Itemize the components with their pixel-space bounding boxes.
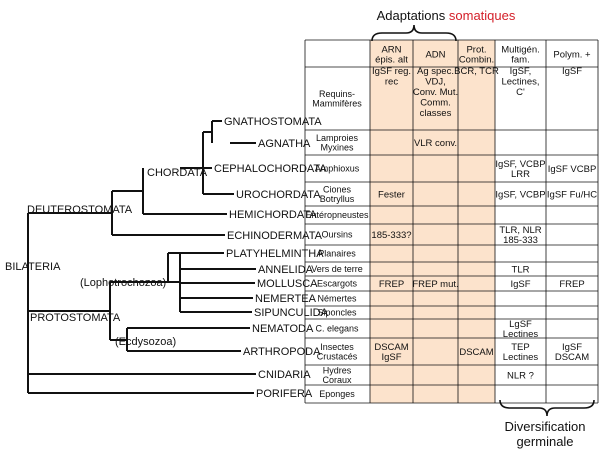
row-label-platy-line-0: Planaires [318, 249, 356, 259]
cell-5-0-line-0: 185-333? [371, 230, 411, 241]
cell-0-0-line-1: rec [385, 77, 398, 88]
taxon-cnidaria: CNIDARIA [258, 369, 311, 381]
taxon-agnatha: AGNATHA [258, 138, 311, 150]
row-label-cephalo-line-0: Amphioxus [315, 164, 360, 174]
row-label-cnidaria-line-0: Hydres [323, 365, 352, 375]
clade-proto: PROTOSTOMATA [30, 312, 121, 324]
taxon-nematoda: NEMATODA [252, 323, 314, 335]
taxon-annelida: ANNELIDA [258, 264, 314, 276]
somatic-header: Adaptations somatiques [377, 8, 516, 23]
taxon-arthro: ARTHROPODA [243, 346, 321, 358]
germinal-header-prefix: Diversification [505, 419, 586, 434]
taxon-mollusca: MOLLUSCA [257, 278, 318, 290]
taxon-platy: PLATYHELMINTHA [226, 248, 324, 260]
cell-2-4-line-0: IgSF VCBP [548, 164, 597, 175]
taxon-porifera: PORIFERA [256, 388, 313, 400]
cell-0-1-line-4: classes [420, 108, 452, 119]
cell-0-2-line-0: BCR, TCR [454, 66, 499, 77]
cell-12-3-line-0: TEP [511, 342, 529, 353]
row-label-nematoda-line-0: C. elegans [315, 324, 359, 334]
row-label-agnatha-line-0: Lamproies [316, 133, 359, 143]
cell-11-3-line-1: Lectines [503, 329, 539, 340]
cell-0-3-line-0: IgSF, [510, 66, 532, 77]
column-header-prot-line-0: Prot. [466, 44, 486, 55]
cell-0-1-line-1: VDJ, [425, 77, 446, 88]
column-header-prot-line-1: Combin. [459, 54, 494, 65]
cell-0-3-line-2: C' [516, 87, 525, 98]
clade-lopho: (Lophotrochozoa) [80, 277, 166, 289]
cell-8-3-line-0: IgSF [510, 279, 530, 290]
row-label-agnatha-line-1: Myxines [320, 142, 354, 152]
column-header-adn-line-0: ADN [425, 49, 445, 60]
cell-0-1-line-3: Comm. [420, 98, 451, 109]
column-header-arn-line-0: ARN [381, 44, 401, 55]
row-label-hemi-line-0: Entéropneustes [305, 210, 369, 220]
cell-0-1-line-2: Conv. Mut. [413, 87, 458, 98]
cell-3-4-line-0: IgSF Fu/HC [547, 189, 597, 200]
row-label-annelida-line-0: Vers de terre [311, 264, 363, 274]
taxon-gnatho: GNATHOSTOMATA [224, 116, 322, 128]
somatic-header-prefix: Adaptations [377, 8, 449, 23]
column-header-multigen-line-1: fam. [511, 54, 529, 65]
row-label-arthro-line-0: Insectes [320, 342, 354, 352]
cell-0-3-line-1: Lectines, [501, 77, 539, 88]
cell-11-3-line-0: LgSF [509, 319, 532, 330]
cell-1-1-line-0: VLR conv. [414, 138, 457, 149]
taxon-echino: ECHINODERMATA [227, 230, 323, 242]
row-label-mollusca-line-0: Escargots [317, 279, 358, 289]
column-header-arn-line-1: épis. alt [375, 54, 408, 65]
row-label-gnatho-line-1: Mammifères [312, 98, 362, 108]
germinal-brace [499, 399, 595, 417]
clade-chordata: CHORDATA [147, 167, 208, 179]
column-header-polym-line-0: Polym. + [553, 49, 591, 60]
row-label-arthro-line-1: Crustacés [317, 351, 358, 361]
cell-8-4-line-0: FREP [559, 279, 584, 290]
cell-2-3-line-1: LRR [511, 169, 530, 180]
cell-2-3-line-0: IgSF, VCBP [495, 159, 545, 170]
row-label-cnidaria-line-1: Coraux [322, 375, 352, 385]
column-header-multigen-line-0: Multigén. [501, 44, 540, 55]
row-label-uro-line-1: Botryllus [320, 194, 355, 204]
clade-deutero: DEUTEROSTOMATA [27, 204, 133, 216]
clade-bilateria: BILATERIA [5, 261, 61, 273]
somatic-header-word: somatiques [449, 8, 516, 23]
row-label-echino-line-0: Oursins [321, 230, 353, 240]
cell-13-3-line-0: NLR ? [507, 370, 534, 381]
cell-5-3-line-0: TLR, NLR [499, 225, 541, 236]
taxon-sipuncul: SIPUNCULIDA [254, 307, 329, 319]
cell-7-3-line-0: TLR [512, 264, 530, 275]
cell-0-0-line-0: IgSF reg. [372, 66, 411, 77]
cell-3-0-line-0: Fester [378, 189, 405, 200]
taxon-uro: UROCHORDATA [236, 189, 321, 201]
cell-8-1-line-0: FREP mut. [412, 279, 458, 290]
row-label-nemertea-line-0: Némertes [317, 294, 357, 304]
clade-ecdy: (Ecdysozoa) [115, 336, 176, 348]
row-label-sipuncul-line-0: Siponcles [317, 308, 357, 318]
row-label-porifera-line-0: Eponges [319, 389, 355, 399]
cell-3-3-line-0: IgSF, VCBP [495, 189, 545, 200]
cell-8-0-line-0: FREP [379, 279, 404, 290]
cell-12-2-line-0: DSCAM [459, 347, 493, 358]
cell-0-4-line-0: IgSF [562, 66, 582, 77]
cell-5-3-line-1: 185-333 [503, 235, 538, 246]
cell-12-3-line-1: Lectines [503, 352, 539, 363]
row-label-gnatho-line-0: Requins- [319, 89, 355, 99]
cell-12-4-line-1: DSCAM [555, 352, 589, 363]
taxon-hemi: HEMICHORDATA [229, 209, 317, 221]
cell-12-4-line-0: IgSF [562, 342, 582, 353]
cell-0-1-line-0: Ag spec. [417, 66, 454, 77]
row-label-uro-line-0: Ciones [323, 184, 352, 194]
cell-12-0-line-0: DSCAM [374, 342, 408, 353]
somatic-shading [370, 40, 495, 403]
cell-12-0-line-1: IgSF [381, 352, 401, 363]
somatic-brace [371, 24, 457, 42]
germinal-header-word: germinale [516, 434, 573, 449]
taxon-nemertea: NEMERTEA [255, 293, 317, 305]
taxon-cephalo: CEPHALOCHORDATA [214, 163, 327, 175]
